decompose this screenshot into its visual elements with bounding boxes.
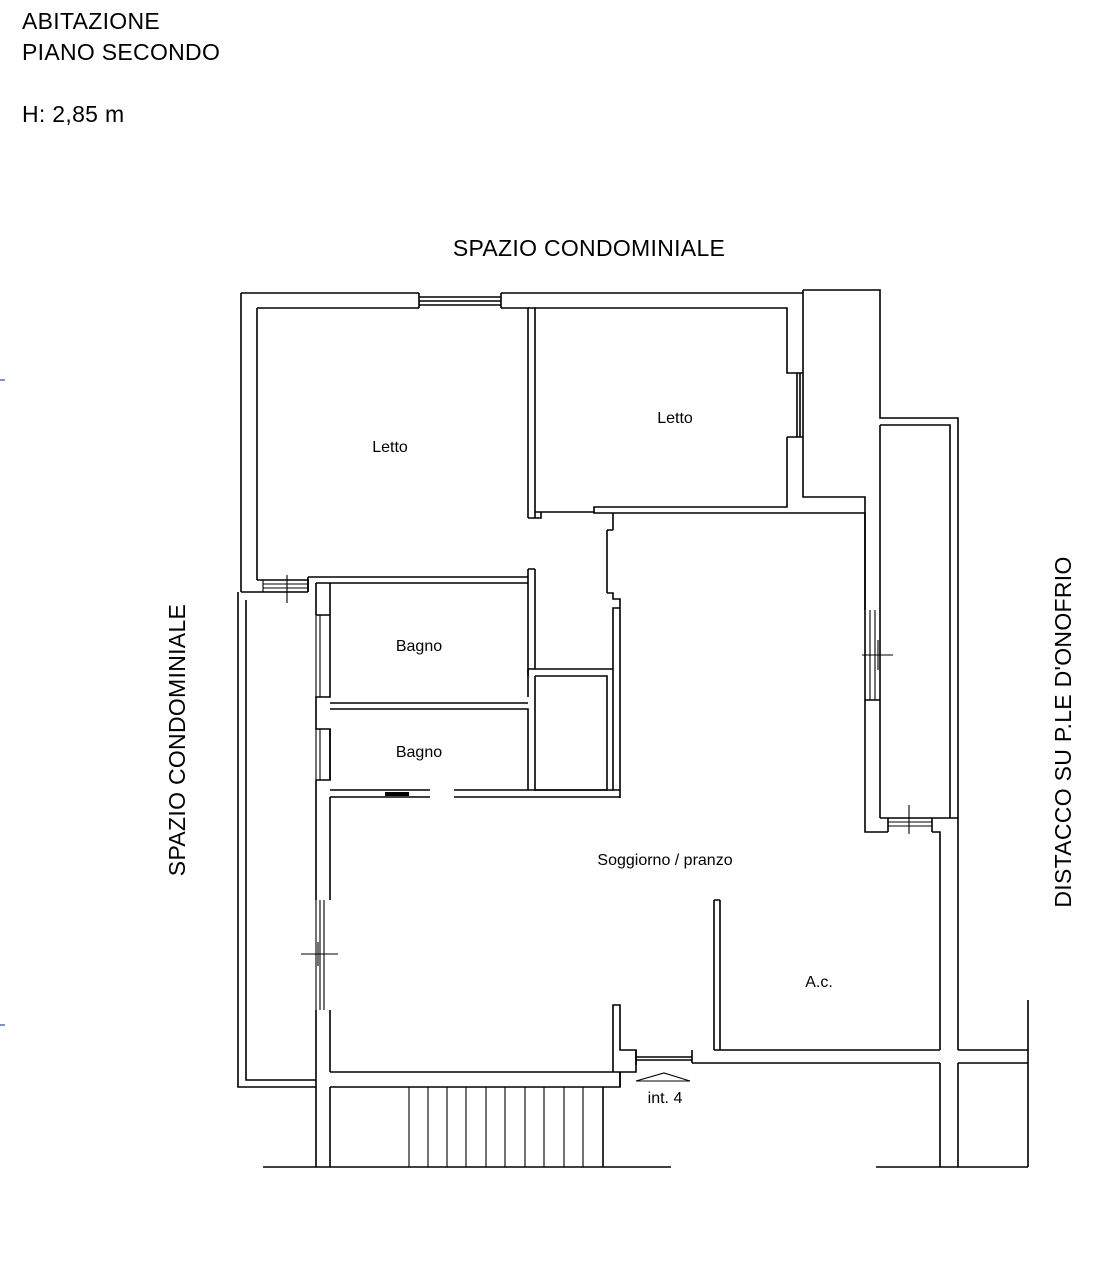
entrance-arrow-icon — [635, 1072, 691, 1082]
top-surrounding-label: SPAZIO CONDOMINIALE — [453, 235, 725, 261]
bedroom-1-walls — [307, 307, 542, 616]
floor-label: PIANO SECONDO — [22, 39, 221, 65]
left-facade — [301, 780, 338, 1087]
room-label-bathroom-2: Bagno — [396, 744, 442, 761]
hall-walls — [527, 511, 866, 798]
exterior-walls — [237, 289, 959, 1088]
bedroom-2-walls — [535, 307, 803, 514]
right-surrounding-label: DISTACCO SU P.LE D'ONOFRIO — [1050, 556, 1076, 907]
entrance-label: int. 4 — [648, 1090, 683, 1107]
room-label-storage: A.c. — [805, 974, 833, 991]
left-surrounding-label: SPAZIO CONDOMINIALE — [164, 604, 190, 876]
room-label-bedroom-2: Letto — [657, 410, 693, 427]
sliding-door — [385, 792, 409, 796]
room-label-bedroom-1: Letto — [372, 439, 408, 456]
room-label-living: Soggiorno / pranzo — [597, 852, 732, 869]
bathroom-walls — [315, 604, 620, 798]
living-walls — [330, 899, 1029, 1167]
plan-title: ABITAZIONE — [22, 8, 161, 34]
right-facade — [862, 610, 959, 1050]
stairs — [263, 1072, 1028, 1168]
room-label-bathroom-1: Bagno — [396, 638, 442, 655]
ceiling-height: H: 2,85 m — [22, 101, 125, 127]
